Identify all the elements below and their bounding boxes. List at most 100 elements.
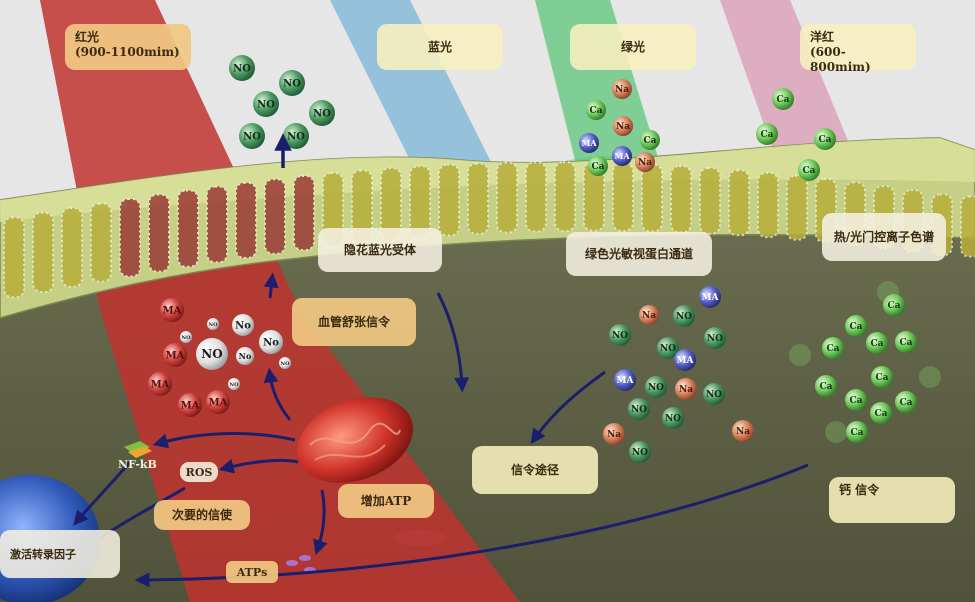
svg-text:Ca: Ca: [761, 130, 774, 140]
molecule-ca: Ca: [815, 375, 837, 397]
svg-text:NO: NO: [313, 109, 331, 120]
molecule-no: NO: [180, 331, 192, 343]
svg-text:Na: Na: [615, 85, 629, 95]
molecule-ca: Ca: [586, 100, 606, 120]
svg-text:NO: NO: [287, 132, 305, 143]
membrane-column: [757, 171, 779, 239]
molecule-no: NO: [229, 55, 255, 81]
molecule-ma: MA: [148, 372, 172, 396]
molecule-no: NO: [228, 378, 240, 390]
molecule-na: Na: [732, 420, 754, 442]
arrow-mito-to-atps: [313, 489, 328, 556]
red-light-label: 红光 (900-1100mim): [65, 24, 191, 70]
molecule-no: No: [236, 347, 254, 365]
membrane-column: [786, 174, 808, 241]
molecule-ma: MA: [163, 343, 187, 367]
red-blood-cell: [394, 530, 446, 546]
molecule-ca: Ca: [845, 315, 867, 337]
membrane-column: [496, 161, 518, 234]
molecule-na: Na: [612, 79, 632, 99]
blue-light-label: 蓝光: [377, 24, 503, 70]
svg-text:NO: NO: [233, 64, 251, 75]
svg-text:MA: MA: [581, 138, 597, 148]
membrane-column: [467, 162, 489, 235]
faded-calcium-molecule: [825, 421, 847, 443]
svg-text:Ca: Ca: [819, 135, 832, 145]
membrane-column: [960, 195, 975, 258]
molecule-no: NO: [629, 441, 651, 463]
svg-text:NO: NO: [281, 361, 291, 367]
membrane-column: [351, 169, 373, 245]
molecule-no: NO: [196, 338, 228, 370]
vasodilation-label: 血管舒张信令: [292, 298, 416, 346]
svg-text:NO: NO: [648, 383, 664, 393]
svg-text:NO: NO: [707, 334, 723, 344]
svg-text:Ca: Ca: [777, 95, 790, 105]
molecule-ca: Ca: [756, 123, 778, 145]
molecule-ca: Ca: [895, 331, 917, 353]
molecule-ma: MA: [160, 298, 184, 322]
svg-text:Ca: Ca: [900, 398, 913, 408]
svg-text:Ca: Ca: [888, 301, 901, 311]
molecule-no: NO: [628, 398, 650, 420]
blue-light-beam: [330, 0, 500, 180]
molecule-no: NO: [279, 70, 305, 96]
molecule-ca: Ca: [846, 421, 868, 443]
membrane-column: [148, 193, 170, 273]
svg-text:NO: NO: [612, 331, 628, 341]
molecule-no: NO: [703, 383, 725, 405]
svg-text:Ca: Ca: [827, 344, 840, 354]
ros-label: ROS: [180, 462, 218, 482]
membrane-column: [32, 211, 54, 293]
membrane-column: [641, 163, 663, 233]
membrane-column: [61, 207, 83, 288]
svg-text:Ca: Ca: [803, 166, 816, 176]
membrane-column: [293, 174, 315, 251]
molecule-no: NO: [253, 91, 279, 117]
membrane-column: [177, 189, 199, 268]
molecule-ca: Ca: [798, 159, 820, 181]
green-light-beam: [535, 0, 665, 180]
molecule-na: Na: [613, 116, 633, 136]
faded-calcium-molecule: [789, 344, 811, 366]
svg-text:NO: NO: [243, 132, 261, 143]
molecule-na: Na: [603, 423, 625, 445]
molecule-ca: Ca: [814, 128, 836, 150]
molecule-ca: Ca: [772, 88, 794, 110]
svg-text:No: No: [239, 351, 252, 361]
svg-text:NO: NO: [706, 390, 722, 400]
molecule-no: NO: [279, 357, 291, 369]
molecule-no: NO: [704, 327, 726, 349]
membrane-column: [119, 197, 141, 278]
svg-text:Na: Na: [642, 311, 656, 321]
thermo-channel-label: 热/光门控离子色谱: [822, 213, 946, 261]
molecule-ma: MA: [612, 146, 632, 166]
membrane-column: [728, 169, 750, 237]
svg-text:No: No: [263, 338, 279, 349]
cryptochrome-label: 隐花蓝光受体: [318, 228, 442, 272]
magenta-light-beam: [720, 0, 860, 170]
svg-text:NO: NO: [209, 322, 219, 328]
svg-text:MA: MA: [163, 306, 182, 317]
svg-text:No: No: [235, 321, 251, 332]
molecule-no: NO: [673, 305, 695, 327]
membrane-column: [438, 163, 460, 237]
svg-text:MA: MA: [151, 380, 170, 391]
arrow-nfkb-to-nucleus: [73, 461, 132, 526]
molecule-ma: MA: [699, 286, 721, 308]
molecule-no: NO: [662, 407, 684, 429]
svg-text:NO: NO: [201, 347, 222, 361]
membrane-column: [699, 166, 721, 235]
molecule-ma: MA: [614, 369, 636, 391]
mitochondrion: [296, 397, 414, 483]
green-light-label: 绿光: [570, 24, 696, 70]
svg-text:MA: MA: [181, 401, 200, 412]
molecule-no: NO: [283, 123, 309, 149]
increase-atp-label: 增加ATP: [338, 484, 434, 518]
faded-calcium-molecule: [919, 366, 941, 388]
signaling-pathway-label: 信令途径: [472, 446, 598, 494]
molecule-no: NO: [609, 324, 631, 346]
svg-text:NO: NO: [631, 405, 647, 415]
